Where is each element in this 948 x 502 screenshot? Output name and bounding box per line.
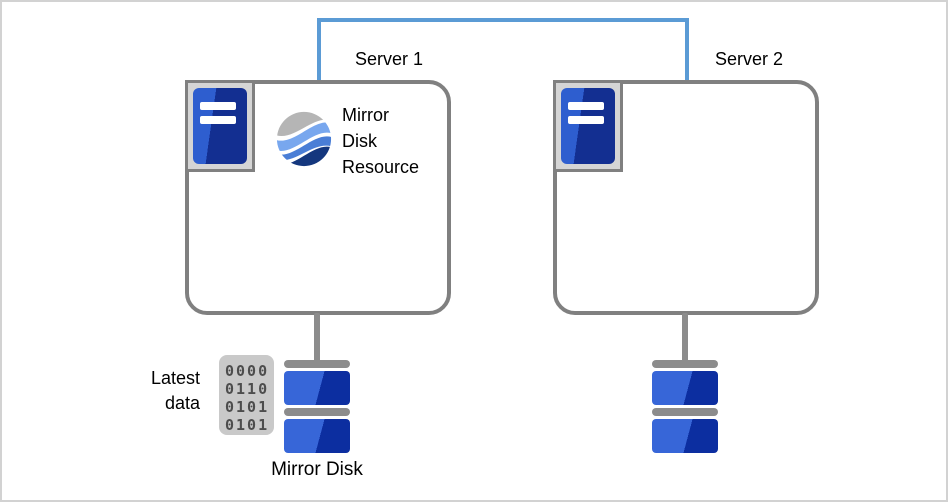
server2-disk-connector <box>682 313 688 365</box>
mirror-disk-label: Mirror Disk <box>271 459 363 480</box>
disk-platter-icon <box>284 419 350 453</box>
server-tower-icon <box>561 88 615 164</box>
disk-platter-icon <box>652 419 718 453</box>
binary-row: 0101 <box>225 416 270 434</box>
disk-bar-icon <box>652 408 718 416</box>
tower-slot-icon <box>568 116 604 124</box>
tower-slot-icon <box>200 116 236 124</box>
server-interconnect-line <box>317 18 689 80</box>
binary-row: 0101 <box>225 398 270 416</box>
disk-platter-icon <box>652 371 718 405</box>
wave-globe-icon <box>276 111 332 167</box>
server1-disk-connector <box>314 313 320 365</box>
latest-data-label: Latest data <box>150 368 200 413</box>
tower-slot-icon <box>200 102 236 110</box>
binary-row: 0000 <box>225 362 270 380</box>
disk-stack-icon <box>652 360 718 368</box>
server2-tower-icon <box>553 80 623 172</box>
disk-stack-icon <box>284 360 350 368</box>
server1-tower-icon <box>185 80 255 172</box>
binary-data-icon: 0000 0110 0101 0101 <box>219 355 274 435</box>
disk-platter-icon <box>284 371 350 405</box>
server-tower-icon <box>193 88 247 164</box>
server2-label: Server 2 <box>714 49 784 69</box>
tower-slot-icon <box>568 102 604 110</box>
disk-bar-icon <box>284 408 350 416</box>
mirror-disk-resource-label: Mirror Disk Resource <box>342 105 420 177</box>
binary-row: 0110 <box>225 380 270 398</box>
server1-label: Server 1 <box>354 49 424 69</box>
